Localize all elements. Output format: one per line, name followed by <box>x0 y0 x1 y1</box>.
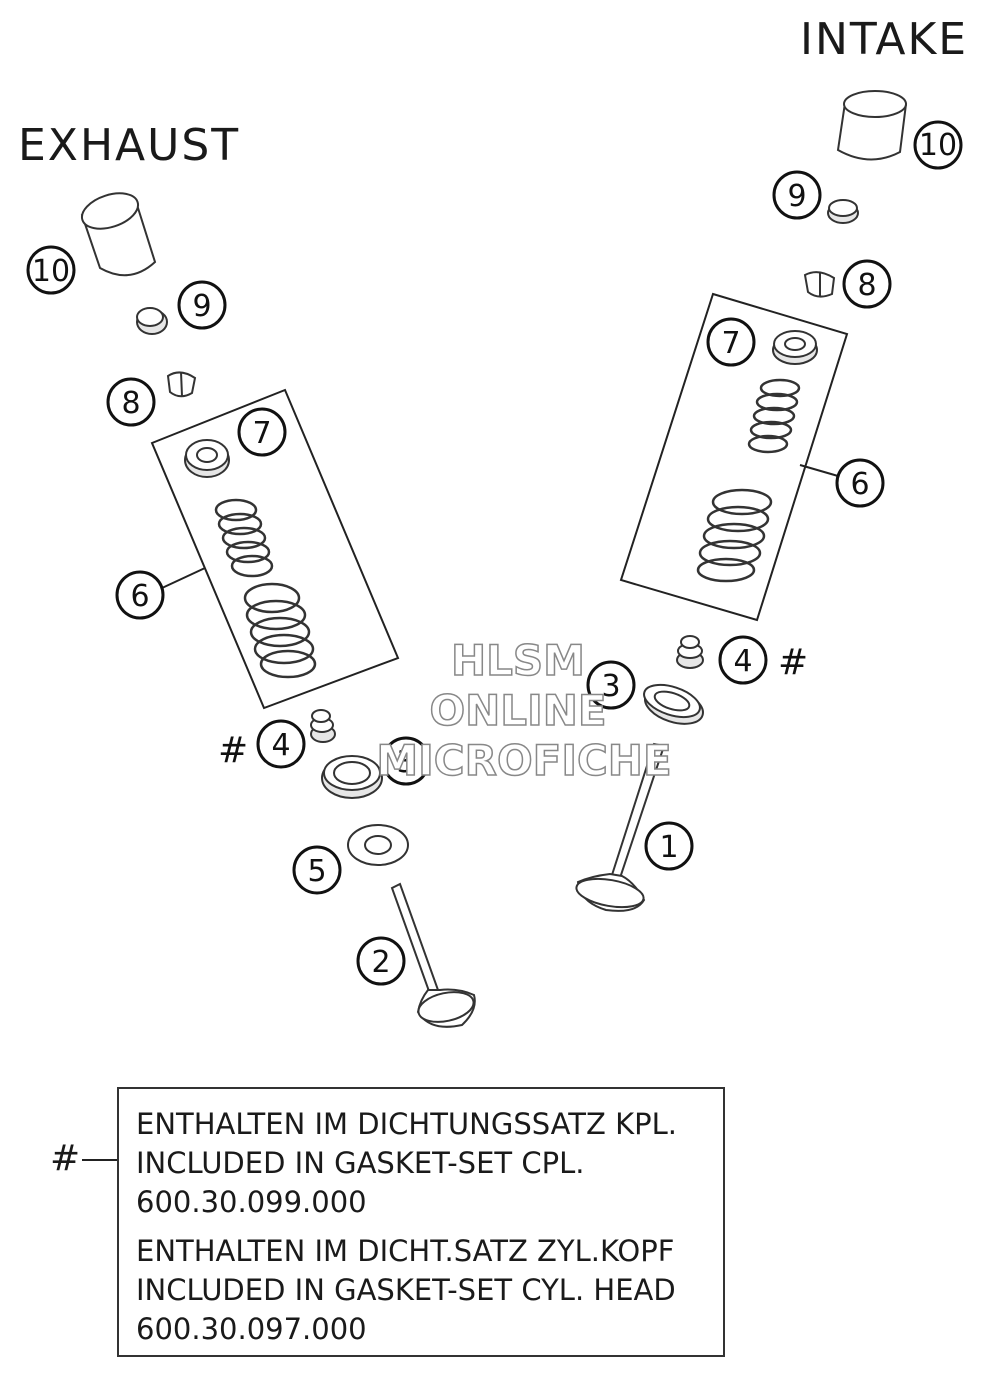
svg-text:8: 8 <box>121 386 140 421</box>
watermark-line-3: MICROFICHE <box>376 736 671 785</box>
intake-callout-1: 1 <box>644 821 694 871</box>
svg-text:4: 4 <box>733 644 752 679</box>
intake-spring-retainer <box>772 330 818 365</box>
gasket-set-note: ENTHALTEN IM DICHTUNGSSATZ KPL. INCLUDED… <box>117 1087 725 1357</box>
exhaust-6-leader <box>161 567 206 589</box>
svg-text:9: 9 <box>787 179 806 214</box>
intake-callout-10: 10 <box>913 120 963 170</box>
intake-inner-spring <box>747 378 801 454</box>
svg-text:2: 2 <box>371 945 390 980</box>
svg-text:3: 3 <box>601 669 620 704</box>
intake-valve <box>575 742 666 912</box>
exhaust-hash-marker: # <box>218 730 248 771</box>
intake-callout-6: 6 <box>835 458 885 508</box>
note-line-b1: ENTHALTEN IM DICHT.SATZ ZYL.KOPF <box>136 1234 675 1268</box>
intake-shim <box>827 199 859 224</box>
exhaust-spring-seat <box>321 755 383 799</box>
intake-callout-7: 7 <box>706 317 756 367</box>
exhaust-callout-10: 10 <box>26 245 76 295</box>
svg-text:6: 6 <box>850 467 869 502</box>
svg-text:1: 1 <box>659 830 678 865</box>
exhaust-spring-retainer <box>184 439 230 478</box>
svg-text:4: 4 <box>271 728 290 763</box>
note-line-a3: 600.30.099.000 <box>136 1185 367 1219</box>
exhaust-callout-8: 8 <box>106 377 156 427</box>
exhaust-callout-9: 9 <box>177 280 227 330</box>
exhaust-spring-group-box <box>150 388 400 710</box>
intake-spring-seat <box>643 683 704 725</box>
intake-title: INTAKE <box>800 14 968 65</box>
svg-text:10: 10 <box>32 254 70 289</box>
exhaust-callout-2: 2 <box>356 936 406 986</box>
note-leader-line <box>82 1159 117 1161</box>
watermark-line-2: ONLINE <box>429 686 606 735</box>
svg-text:3: 3 <box>396 745 415 780</box>
svg-text:8: 8 <box>857 268 876 303</box>
note-hash-marker: # <box>50 1138 81 1179</box>
exhaust-washer <box>347 824 409 866</box>
intake-outer-spring <box>696 488 773 583</box>
svg-text:7: 7 <box>721 326 740 361</box>
exhaust-title: EXHAUST <box>18 120 240 171</box>
intake-valve-stem-seal <box>676 635 704 669</box>
watermark-line-1: HLSM <box>451 636 585 685</box>
intake-valve-cotters <box>803 271 836 298</box>
note-line-b2: INCLUDED IN GASKET-SET CYL. HEAD <box>136 1273 676 1307</box>
svg-text:10: 10 <box>919 128 957 163</box>
intake-bucket-tappet <box>836 90 908 161</box>
svg-text:6: 6 <box>130 579 149 614</box>
intake-callout-3: 3 <box>586 660 636 710</box>
svg-text:9: 9 <box>192 289 211 324</box>
exhaust-callout-7: 7 <box>237 407 287 457</box>
exhaust-valve <box>390 882 476 1028</box>
exhaust-inner-spring <box>214 498 274 578</box>
exhaust-callout-3: 3 <box>381 736 431 786</box>
exhaust-shim <box>136 307 168 335</box>
svg-text:7: 7 <box>252 416 271 451</box>
exhaust-callout-5: 5 <box>292 845 342 895</box>
note-line-b3: 600.30.097.000 <box>136 1312 367 1346</box>
intake-callout-8: 8 <box>842 259 892 309</box>
watermark: HLSM ONLINE MICROFICHE <box>376 635 673 786</box>
exhaust-outer-spring <box>243 582 317 679</box>
intake-callout-9: 9 <box>772 170 822 220</box>
exhaust-valve-stem-seal <box>310 709 336 743</box>
exhaust-callout-4: 4 <box>256 719 306 769</box>
svg-text:5: 5 <box>307 854 326 889</box>
intake-spring-group-box <box>619 292 849 622</box>
intake-callout-4: 4 <box>718 635 768 685</box>
exhaust-valve-cotters <box>166 371 197 398</box>
exhaust-callout-6: 6 <box>115 570 165 620</box>
intake-6-leader <box>799 464 839 477</box>
note-line-a1: ENTHALTEN IM DICHTUNGSSATZ KPL. <box>136 1107 677 1141</box>
intake-hash-marker: # <box>778 642 808 683</box>
exhaust-bucket-tappet <box>80 192 157 277</box>
note-line-a2: INCLUDED IN GASKET-SET CPL. <box>136 1146 585 1180</box>
